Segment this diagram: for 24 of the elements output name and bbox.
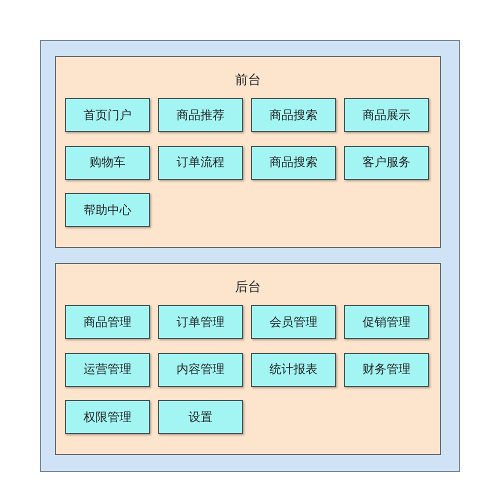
- module-box: 设置: [158, 400, 243, 434]
- module-box: 商品推荐: [158, 98, 243, 132]
- section-panel: [55, 263, 441, 455]
- panel-title: 前台: [235, 72, 261, 89]
- module-box: 订单管理: [158, 305, 243, 339]
- module-box: 财务管理: [344, 352, 429, 386]
- module-box: 商品展示: [344, 98, 429, 132]
- module-box: 首页门户: [65, 98, 150, 132]
- module-box: 商品管理: [65, 305, 150, 339]
- panel-title: 后台: [235, 279, 261, 296]
- module-box: 商品搜索: [251, 98, 336, 132]
- module-box: 统计报表: [251, 352, 336, 386]
- module-box: 促销管理: [344, 305, 429, 339]
- module-box: 运营管理: [65, 352, 150, 386]
- module-box: 会员管理: [251, 305, 336, 339]
- module-box: 商品搜索: [251, 146, 336, 180]
- module-box: 权限管理: [65, 400, 150, 434]
- module-box: 购物车: [65, 146, 150, 180]
- module-box: 客户服务: [344, 146, 429, 180]
- module-box: 内容管理: [158, 352, 243, 386]
- module-box: 帮助中心: [65, 193, 150, 227]
- outer-frame: [40, 40, 460, 472]
- section-panel: [55, 56, 441, 248]
- module-box: 订单流程: [158, 146, 243, 180]
